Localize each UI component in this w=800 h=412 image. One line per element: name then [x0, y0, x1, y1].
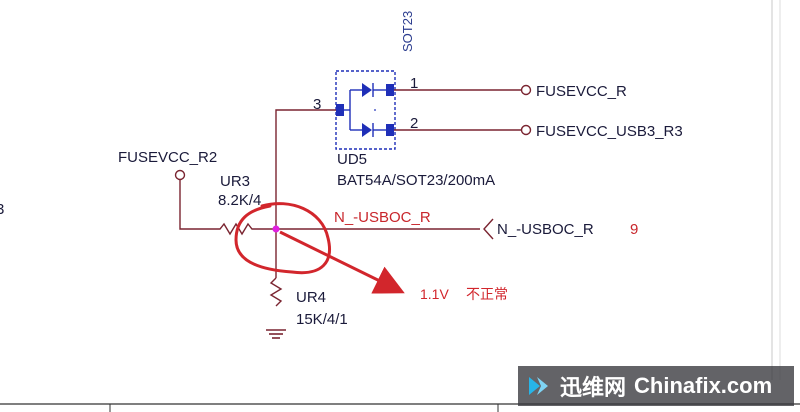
watermark-en: Chinafix.com: [634, 373, 773, 398]
chinafix-logo-icon: [529, 377, 548, 395]
ud5-value: BAT54A/SOT23/200mA: [337, 172, 495, 189]
ur4-value: 15K/4/1: [296, 311, 348, 328]
net-fusevcc-usb3-r3: FUSEVCC_USB3_R3: [536, 123, 683, 140]
ur3-ref: UR3: [220, 173, 250, 190]
port-fusevcc-usb3-r3: [520, 124, 532, 136]
annotation-voltage: 1.1V: [420, 286, 449, 302]
ur3-value: 8.2K/4: [218, 192, 261, 209]
port-fusevcc-r2: [174, 169, 186, 181]
ud5-diode-top: [350, 83, 388, 97]
wire-pin3-to-node: [275, 109, 336, 229]
ud5-pad-3: [336, 104, 344, 116]
edge-mark: 3: [0, 201, 4, 218]
net-n-usboc-r-wire: N_-USBOC_R: [334, 209, 431, 226]
net-n-usboc-r-port: N_-USBOC_R: [497, 221, 594, 238]
package-label: SOT23: [400, 11, 415, 52]
ud5-diode-bottom: [350, 123, 388, 137]
annotation-arrow: [279, 230, 405, 294]
ud5-ref: UD5: [337, 151, 367, 168]
ur3-resistor: [214, 222, 276, 236]
net-fusevcc-r: FUSEVCC_R: [536, 83, 627, 100]
ur4-resistor-body: [269, 277, 283, 307]
ud5-center-dot: [374, 109, 376, 111]
page-ref: 9: [630, 221, 638, 238]
ur4-ref: UR4: [296, 289, 326, 306]
pin3-number: 3: [313, 96, 321, 113]
pin1-number: 1: [410, 75, 418, 92]
watermark: 迅维网 Chinafix.com: [518, 366, 794, 406]
junction-node: [272, 225, 280, 233]
annotation-circle: [234, 202, 331, 275]
wire-fusevcc-r2: [179, 179, 214, 230]
watermark-cn: 迅维网: [560, 376, 627, 401]
ud5-pad-1: [386, 84, 394, 96]
net-fusevcc-r2: FUSEVCC_R2: [118, 149, 217, 166]
annotation-note: 不正常: [466, 286, 508, 302]
port-n-usboc-r: [483, 218, 494, 240]
ground-symbol: [266, 329, 286, 339]
ud5-pad-2: [386, 124, 394, 136]
port-fusevcc-r: [520, 84, 532, 96]
pin2-number: 2: [410, 115, 418, 132]
